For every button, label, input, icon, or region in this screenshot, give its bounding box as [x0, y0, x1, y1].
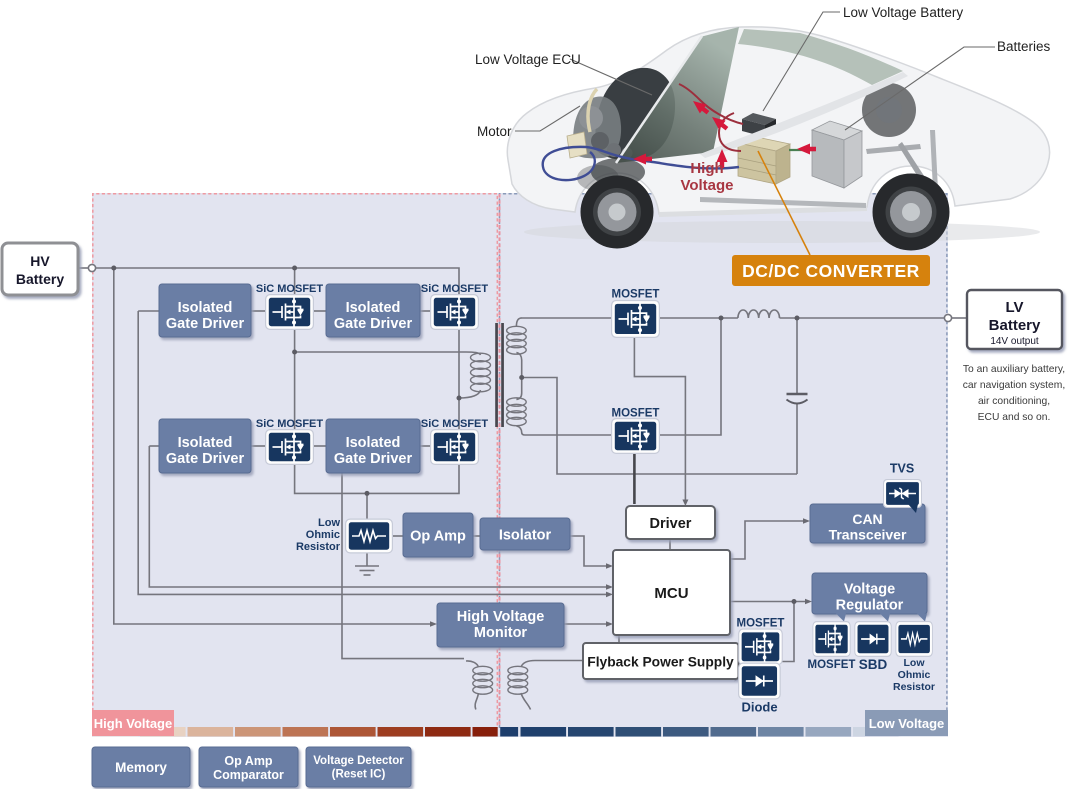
- svg-text:Comparator: Comparator: [213, 768, 284, 782]
- svg-text:Monitor: Monitor: [474, 625, 528, 641]
- svg-text:Op Amp: Op Amp: [410, 529, 466, 545]
- svg-text:Isolated: Isolated: [346, 300, 401, 316]
- svg-text:MOSFET: MOSFET: [612, 408, 660, 420]
- svg-text:Gate Driver: Gate Driver: [334, 316, 413, 332]
- svg-text:Voltage: Voltage: [680, 177, 733, 194]
- svg-text:Resistor: Resistor: [893, 681, 935, 693]
- svg-text:Low: Low: [318, 517, 340, 529]
- svg-text:Flyback Power Supply: Flyback Power Supply: [587, 655, 734, 670]
- svg-text:Gate Driver: Gate Driver: [166, 316, 245, 332]
- svg-text:High Voltage: High Voltage: [94, 716, 172, 731]
- svg-text:Regulator: Regulator: [836, 598, 904, 614]
- svg-text:Batteries: Batteries: [997, 39, 1051, 54]
- svg-text:Ohmic: Ohmic: [898, 669, 931, 681]
- svg-text:Isolator: Isolator: [499, 528, 552, 544]
- svg-text:air conditioning,: air conditioning,: [978, 396, 1050, 407]
- svg-text:14V output: 14V output: [990, 336, 1039, 347]
- svg-text:Battery: Battery: [989, 317, 1041, 334]
- svg-text:Motor: Motor: [477, 124, 512, 139]
- svg-text:MOSFET: MOSFET: [612, 289, 660, 301]
- svg-text:Isolated: Isolated: [346, 435, 401, 451]
- svg-text:Low Voltage ECU: Low Voltage ECU: [475, 52, 581, 67]
- svg-text:Battery: Battery: [16, 271, 64, 287]
- svg-text:Diode: Diode: [741, 700, 777, 715]
- svg-text:High Voltage: High Voltage: [457, 609, 545, 625]
- svg-text:Voltage Detector: Voltage Detector: [313, 755, 404, 767]
- svg-text:(Reset IC): (Reset IC): [332, 769, 386, 781]
- svg-text:SiC MOSFET: SiC MOSFET: [421, 283, 489, 295]
- svg-text:MCU: MCU: [654, 585, 688, 602]
- svg-text:Driver: Driver: [650, 516, 692, 532]
- svg-text:High: High: [690, 160, 723, 177]
- svg-text:Low: Low: [904, 657, 926, 669]
- svg-text:ECU and so on.: ECU and so on.: [978, 412, 1051, 423]
- svg-text:Transceiver: Transceiver: [829, 527, 907, 543]
- svg-text:SBD: SBD: [859, 657, 888, 672]
- svg-text:Resistor: Resistor: [296, 541, 341, 553]
- svg-text:car navigation system,: car navigation system,: [963, 380, 1065, 391]
- svg-text:Op Amp: Op Amp: [224, 754, 273, 768]
- svg-text:Gate Driver: Gate Driver: [334, 451, 413, 467]
- svg-text:Isolated: Isolated: [178, 435, 233, 451]
- svg-text:HV: HV: [30, 253, 50, 269]
- svg-text:Memory: Memory: [115, 760, 167, 775]
- svg-text:Ohmic: Ohmic: [306, 529, 340, 541]
- svg-text:Low Voltage: Low Voltage: [869, 716, 945, 731]
- svg-text:SiC MOSFET: SiC MOSFET: [256, 418, 324, 430]
- svg-text:To an auxiliary battery,: To an auxiliary battery,: [963, 364, 1065, 375]
- svg-text:MOSFET: MOSFET: [737, 618, 785, 630]
- svg-text:Low Voltage Battery: Low Voltage Battery: [843, 5, 963, 20]
- svg-text:SiC MOSFET: SiC MOSFET: [256, 283, 324, 295]
- svg-text:SiC MOSFET: SiC MOSFET: [421, 418, 489, 430]
- svg-text:Gate Driver: Gate Driver: [166, 451, 245, 467]
- svg-text:Voltage: Voltage: [844, 582, 895, 598]
- svg-text:MOSFET: MOSFET: [808, 659, 856, 671]
- svg-text:TVS: TVS: [890, 462, 914, 476]
- svg-text:LV: LV: [1005, 299, 1023, 316]
- svg-text:Isolated: Isolated: [178, 300, 233, 316]
- svg-text:DC/DC CONVERTER: DC/DC CONVERTER: [742, 261, 920, 281]
- svg-text:CAN: CAN: [852, 511, 882, 527]
